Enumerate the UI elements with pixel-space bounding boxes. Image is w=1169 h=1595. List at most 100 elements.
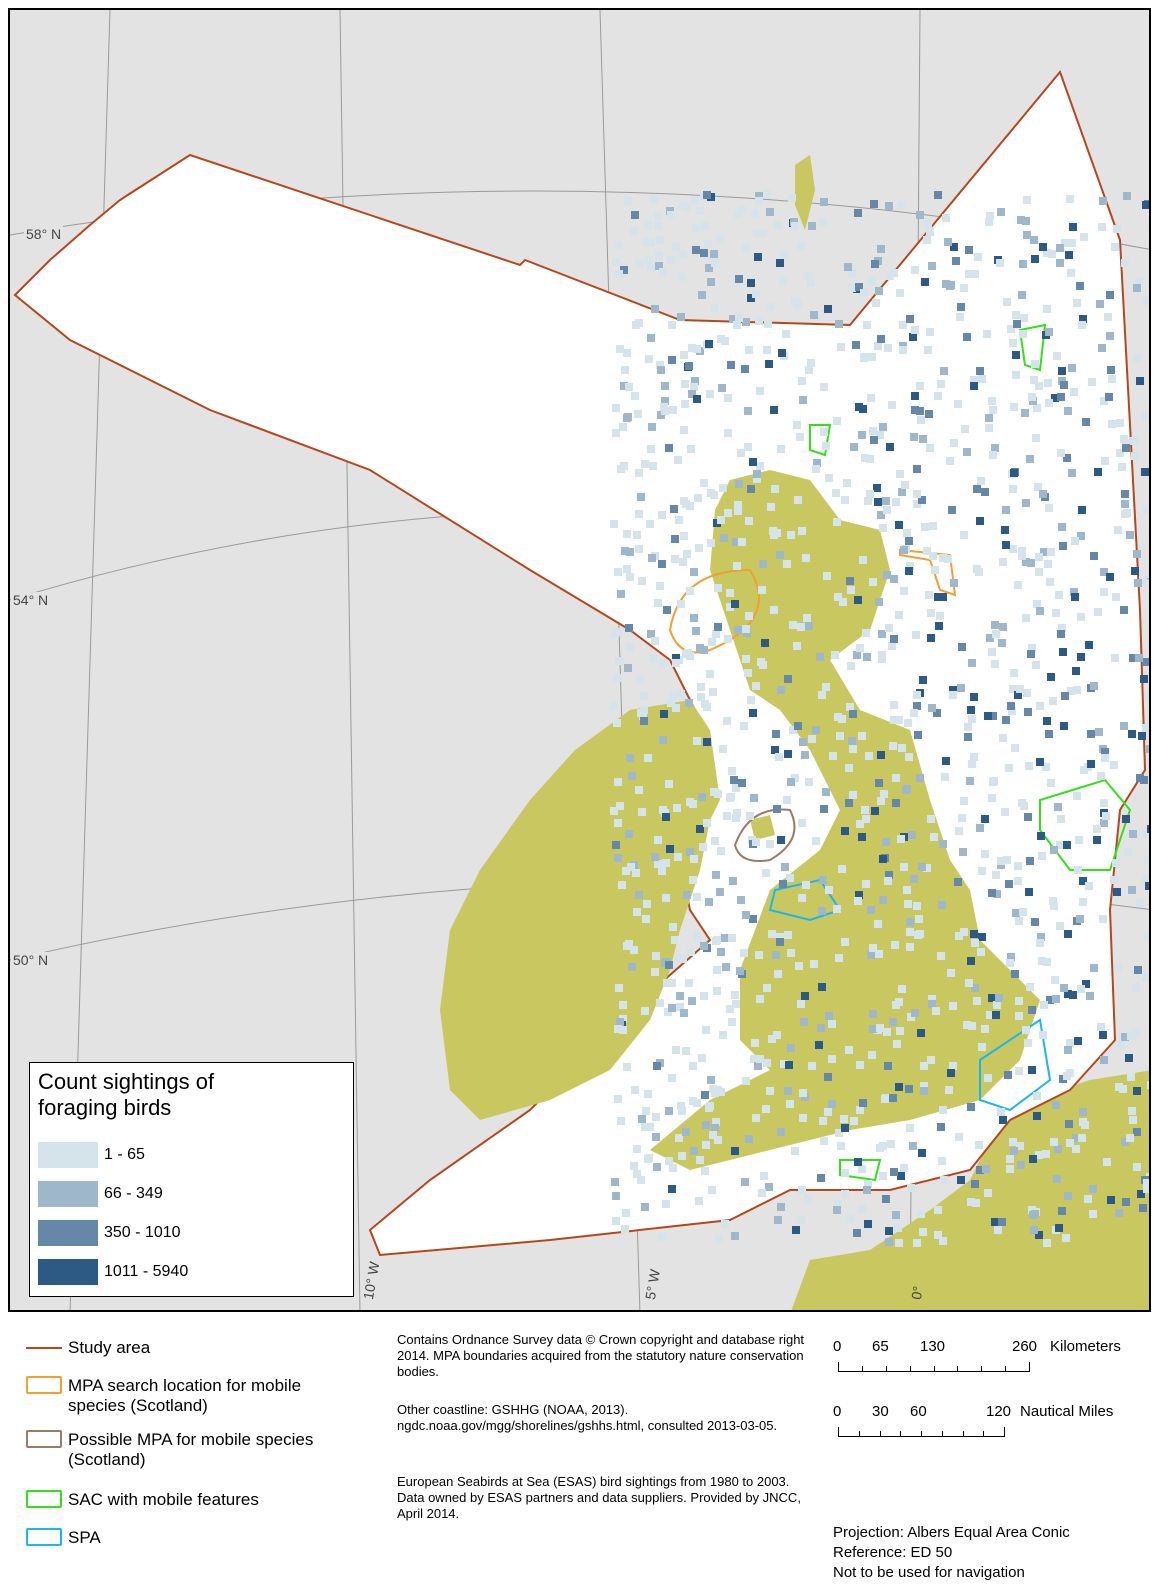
density-cell <box>724 509 732 517</box>
density-cell <box>659 268 667 276</box>
density-cell <box>954 400 962 408</box>
density-cell <box>849 791 857 799</box>
density-cell <box>932 1007 940 1015</box>
density-cell <box>960 284 968 292</box>
density-cell <box>1148 723 1149 731</box>
density-cell <box>1064 930 1072 938</box>
density-cell <box>1112 859 1120 867</box>
density-cell <box>658 1233 666 1241</box>
density-cell <box>877 797 885 805</box>
density-cell <box>698 1054 706 1062</box>
density-cell <box>670 505 678 513</box>
density-cell <box>619 423 627 431</box>
density-cell <box>742 911 750 919</box>
density-cell <box>647 334 655 342</box>
density-cell <box>699 843 707 851</box>
density-cell <box>983 330 991 338</box>
density-cell <box>975 568 983 576</box>
density-cell <box>686 587 694 595</box>
density-cell <box>911 392 919 400</box>
density-cell <box>1093 836 1101 844</box>
density-cell <box>787 1044 795 1052</box>
density-cell <box>690 568 698 576</box>
density-cell <box>898 201 906 209</box>
density-cell <box>917 1029 925 1037</box>
density-cell <box>1133 1087 1141 1095</box>
density-cell <box>1036 939 1044 947</box>
density-cell <box>910 875 918 883</box>
density-cell <box>626 548 634 556</box>
density-cell <box>976 824 984 832</box>
density-cell <box>799 396 807 404</box>
density-cell <box>988 397 996 405</box>
density-cell <box>749 709 757 717</box>
density-cell <box>782 330 790 338</box>
density-cell <box>690 383 698 391</box>
density-cell <box>970 693 978 701</box>
density-cell <box>632 869 640 877</box>
key-mpa-search: MPA search location for mobile species (… <box>26 1376 356 1416</box>
density-cell <box>1150 345 1151 353</box>
density-cell <box>896 470 904 478</box>
density-cell <box>791 222 799 230</box>
density-cell <box>868 353 876 361</box>
density-cell <box>1072 1145 1080 1153</box>
density-cell <box>776 938 784 946</box>
density-cell <box>778 349 786 357</box>
density-cell <box>786 874 794 882</box>
map-frame[interactable]: 58° N 54° N 50° N 10° W 5° W 0° Count si… <box>8 8 1151 1312</box>
density-cell <box>787 949 795 957</box>
density-cell <box>616 345 624 353</box>
density-cell <box>1036 758 1044 766</box>
density-cell <box>731 600 739 608</box>
density-cell <box>996 259 1004 267</box>
density-cell <box>911 406 919 414</box>
density-cell <box>897 1172 905 1180</box>
density-cell <box>1033 600 1041 608</box>
density-cell <box>1094 468 1102 476</box>
density-cell <box>612 429 620 437</box>
scale-nm-0: 0 <box>833 1403 842 1420</box>
density-cell <box>799 1114 807 1122</box>
density-cell <box>799 738 807 746</box>
density-cell <box>1032 434 1040 442</box>
density-cell <box>890 575 898 583</box>
density-cell <box>621 1225 629 1233</box>
density-cell <box>991 660 999 668</box>
density-cell <box>1040 1001 1048 1009</box>
density-cell <box>1144 692 1149 700</box>
density-cell <box>1072 1134 1080 1142</box>
density-cell <box>926 328 934 336</box>
density-cell <box>1090 964 1098 972</box>
density-cell <box>885 871 893 879</box>
density-cell <box>635 786 643 794</box>
scale-km-65: 65 <box>872 1338 889 1355</box>
density-cell <box>898 488 906 496</box>
density-cell <box>1056 244 1064 252</box>
density-cell <box>1045 399 1053 407</box>
density-cell <box>792 1226 800 1234</box>
density-cell <box>1087 730 1095 738</box>
legend-class-3: 350 - 1010 <box>38 1220 181 1246</box>
density-cell <box>1079 315 1087 323</box>
density-cell <box>858 431 866 439</box>
density-cell <box>688 390 696 398</box>
density-cell <box>659 660 667 668</box>
scale-tick <box>879 1431 881 1437</box>
density-cell <box>822 788 830 796</box>
density-cell <box>661 382 669 390</box>
density-cell <box>798 1186 806 1194</box>
density-cell <box>707 489 715 497</box>
density-cell <box>1061 239 1069 247</box>
density-cell <box>771 746 779 754</box>
density-cell <box>635 469 643 477</box>
density-cell <box>1014 691 1022 699</box>
density-cell <box>835 954 843 962</box>
density-cell <box>971 270 979 278</box>
density-cell <box>652 1113 660 1121</box>
density-cell <box>626 643 634 651</box>
density-cell <box>838 865 846 873</box>
density-cell <box>1115 1209 1123 1217</box>
density-cell <box>692 225 700 233</box>
density-cell <box>758 1189 766 1197</box>
